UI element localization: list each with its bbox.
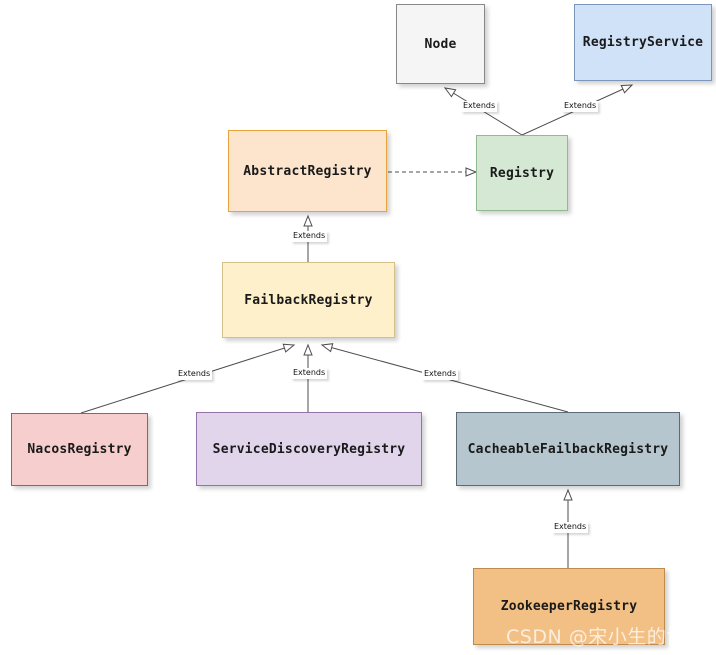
edge-label-failback-extends-abstract: Extends (291, 231, 328, 242)
edge-label-zookeeper-extends-cacheable: Extends (552, 522, 589, 533)
watermark: CSDN @宋小生的博客 (506, 626, 706, 648)
class-box-registry[interactable]: Registry (476, 135, 568, 211)
edge-label-service-discovery-extends-failback: Extends (291, 368, 328, 379)
edge-label-registry-extends-node: Extends (461, 101, 498, 112)
class-box-abstract-registry[interactable]: AbstractRegistry (228, 130, 387, 212)
class-box-cacheable-failback-registry[interactable]: CacheableFailbackRegistry (456, 412, 680, 486)
edge-label-cacheable-extends-failback: Extends (422, 369, 459, 380)
class-box-failback-registry[interactable]: FailbackRegistry (222, 262, 395, 338)
class-box-zookeeper-registry[interactable]: ZookeeperRegistry (473, 568, 665, 645)
edge-label-registry-extends-registry-service: Extends (562, 101, 599, 112)
class-box-service-discovery-registry[interactable]: ServiceDiscoveryRegistry (196, 412, 422, 486)
class-box-registry-service[interactable]: RegistryService (574, 4, 712, 81)
class-box-nacos-registry[interactable]: NacosRegistry (11, 413, 148, 486)
edge-label-nacos-extends-failback: Extends (176, 369, 213, 380)
class-box-node[interactable]: Node (396, 4, 485, 84)
